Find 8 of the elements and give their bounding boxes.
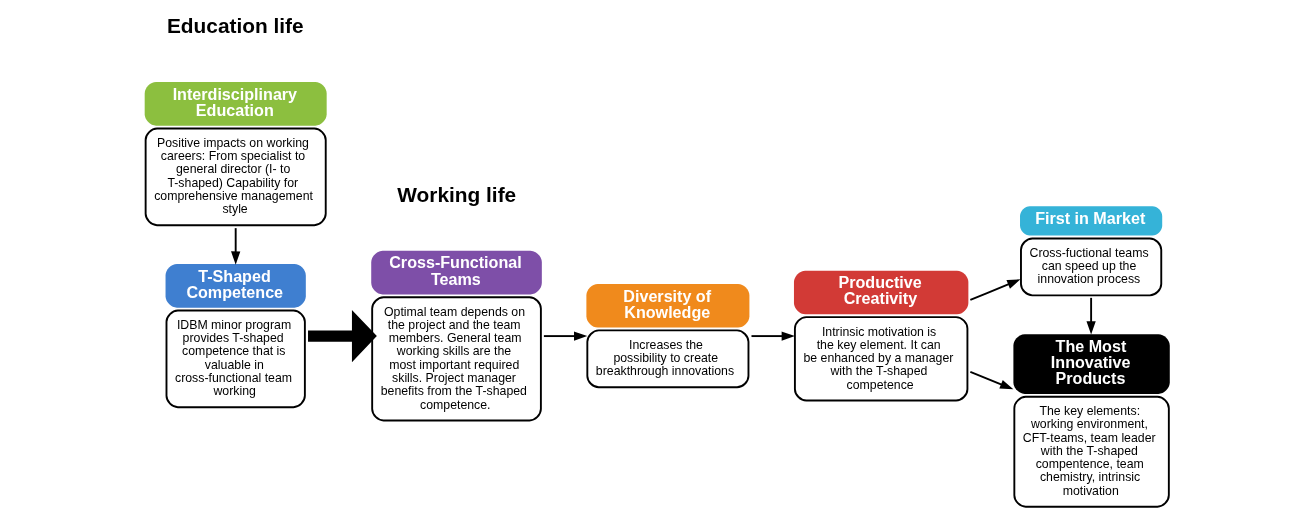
label: Education life <box>166 14 304 38</box>
arrow <box>1086 296 1096 335</box>
arrow <box>231 227 241 265</box>
label: Working life <box>397 183 517 207</box>
arrow <box>969 370 1014 390</box>
arrow <box>308 309 377 363</box>
arrow <box>542 331 588 341</box>
arrow <box>750 331 795 341</box>
